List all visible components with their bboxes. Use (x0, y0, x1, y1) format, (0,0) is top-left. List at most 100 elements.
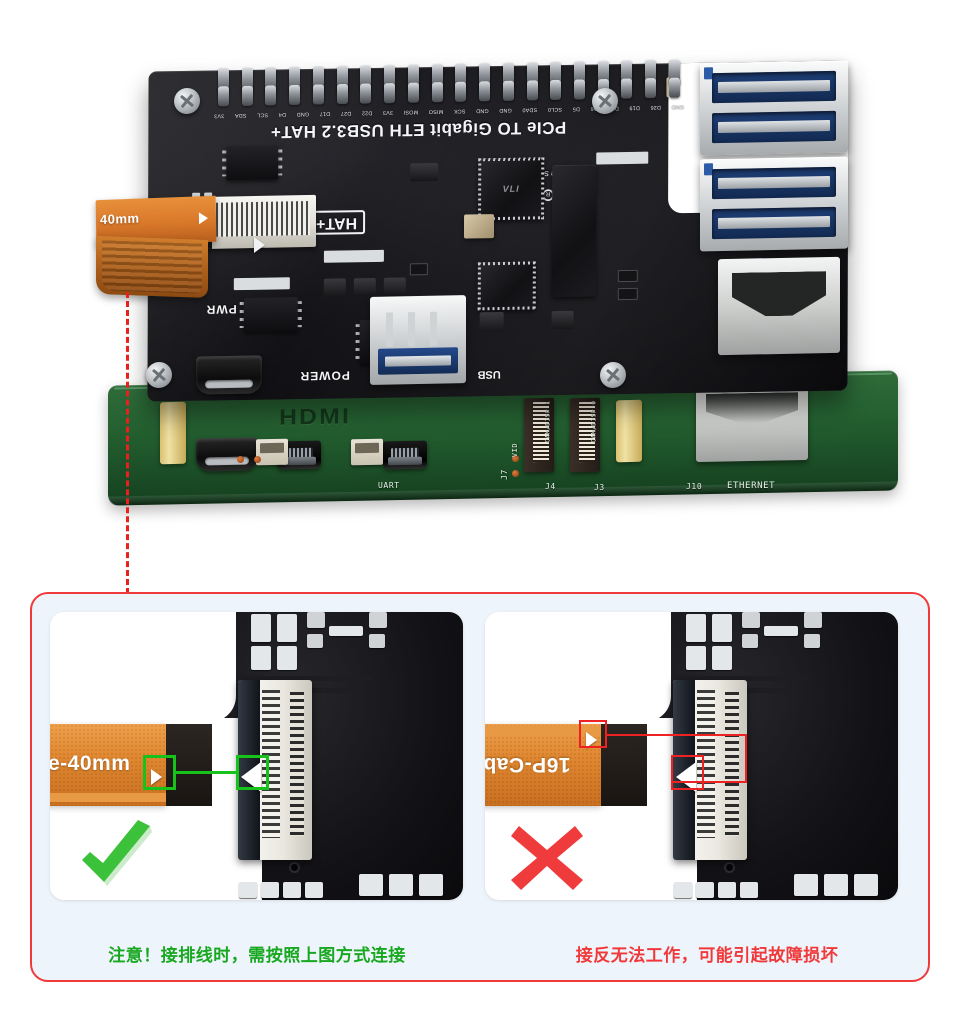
board-fragment-incorrect (613, 612, 898, 900)
pi-vid-pad-b (512, 470, 519, 477)
resistor-c (409, 263, 428, 276)
alignment-link-correct (174, 771, 238, 774)
gpio-label: 3V3 (382, 109, 393, 116)
comparison-cards: e-40mm (50, 612, 910, 900)
pi-micro-hdmi-1 (383, 440, 427, 470)
gpio-label: SDA (234, 111, 247, 119)
incorrect-caption: 接反无法工作，可能引起故障损坏 (575, 946, 839, 965)
hat-gigabit-ethernet-port (718, 256, 840, 356)
hat-usb3-stack-top (700, 60, 848, 156)
pad-bank-mid (323, 249, 384, 263)
ffc-cable-stiffener-incorrect (601, 724, 647, 806)
ffc-cable-label-correct: e-40mm (50, 752, 131, 775)
product-photo: HDMI UART J10 ETHERNET J7 VID J4 J3 CAM/… (0, 0, 960, 590)
pad-bank-right (596, 151, 649, 165)
socket-orientation-arrow-correct-icon (241, 762, 261, 792)
pi-ethernet-port (696, 381, 808, 463)
mosfet-b (551, 310, 574, 330)
hat-usb3-center-port (370, 295, 466, 385)
ethernet-controller-chip (551, 164, 597, 298)
inductor-b (323, 278, 346, 297)
board-fragment-correct (178, 612, 463, 900)
ffc-cable-fold (96, 236, 208, 298)
socket-orientation-arrow-incorrect-icon (676, 762, 696, 792)
pi-test-pad-b (254, 456, 261, 463)
gpio-label: 3V3 (214, 112, 225, 119)
hat-usb-label: USB (477, 367, 501, 381)
pi-j4-label: J4 (545, 482, 556, 491)
pi-cam-disp-1-label: CAM/DISP 1 (544, 400, 552, 443)
mismatch-link-vertical (745, 734, 747, 782)
cross-mark-icon (509, 820, 585, 892)
highlight-box-socket-incorrect (671, 755, 704, 790)
hat-usb3-stack-bottom (700, 156, 848, 252)
inductor-c (353, 277, 376, 297)
gpio-label: D27 (340, 109, 352, 117)
flash-ic (226, 145, 279, 181)
highlight-box-cable-correct (143, 755, 176, 790)
hat-usb-c-power-port (196, 355, 262, 395)
gpio-label: D26 (650, 103, 661, 111)
hdmi-label: HDMI (279, 403, 352, 430)
incorrect-example-card: 16P-Cab (485, 612, 898, 900)
gpio-label: SCK (453, 107, 466, 114)
mosfet-a (479, 311, 504, 333)
pi-test-pad-a (237, 456, 244, 463)
check-mark-icon (74, 816, 158, 894)
ffc-cable-length-label: 40mm (99, 210, 140, 228)
pi-uart-label: UART (378, 481, 400, 490)
hat-power-label: POWER (299, 368, 350, 384)
pi-cam-disp-0-label: CAM/DISP 0 (590, 400, 598, 443)
pi-vid-pad-a (512, 455, 519, 462)
ffc-cable-arrow-icon (198, 212, 209, 225)
hat-pwr-label: PWR (205, 302, 237, 317)
gpio-label: MOSI (403, 108, 419, 115)
usb-hub-controller-chip: VLI (478, 157, 545, 221)
highlight-box-socket-correct (236, 755, 269, 790)
gpio-label: D22 (361, 109, 373, 116)
pi-vid-label: VID (511, 442, 520, 458)
crystal-oscillator (463, 214, 495, 239)
gpio-label: D5 (572, 105, 580, 112)
ffc-cable-correct: e-40mm (50, 724, 166, 806)
highlight-box-cable-incorrect (579, 720, 607, 748)
svg-text:R: R (545, 190, 550, 196)
pcie-bridge-chip (477, 261, 536, 311)
gpio-label: SDA0 (522, 106, 538, 113)
pad-bank-left (233, 277, 290, 291)
pi-ethernet-label: ETHERNET (727, 481, 776, 491)
gpio-label: GND (671, 103, 684, 110)
hat-plus-badge: HAT+ (307, 210, 366, 235)
inductor-d (383, 277, 406, 296)
cable-orientation-arrow-incorrect-icon (586, 732, 597, 748)
pi-j3-label: J3 (594, 483, 605, 492)
pi-usb-c-power-port (196, 437, 258, 472)
pi-j7-label: J7 (499, 469, 509, 480)
mismatch-link-top (605, 734, 747, 736)
pi-fan-header (256, 438, 288, 466)
gpio-label: D17 (319, 110, 331, 117)
gpio-label: MISO (428, 108, 444, 115)
resistor-b (617, 287, 638, 301)
mismatch-link-bottom (671, 781, 747, 783)
gpio-label: GND (499, 106, 512, 114)
hat-product-title: PCIe TO Gigabit ETH USB3.2 HAT+ (270, 117, 567, 142)
hat-alignment-arrow-icon (254, 237, 265, 253)
gpio-label: GND (296, 110, 310, 117)
ffc-cable-incorrect: 16P-Cab (485, 724, 601, 806)
pi-standoff-left (160, 401, 186, 465)
gpio-label: SCL (257, 111, 269, 118)
ffc-cable-label-incorrect: 16P-Cab (485, 753, 571, 776)
gpio-label: D4 (278, 111, 286, 118)
pi-standoff-center (616, 399, 642, 463)
gpio-label: D19 (629, 104, 640, 111)
correct-example-card: e-40mm (50, 612, 463, 900)
resistor-a (617, 269, 638, 283)
inductor-a (410, 162, 439, 182)
callout-dashed-line (126, 292, 129, 594)
gpio-label: GND (476, 107, 489, 114)
cable-orientation-arrow-correct-icon (151, 769, 162, 785)
power-ic (243, 297, 298, 332)
correct-caption: 注意！接排线时，需按照上图方式连接 (108, 946, 406, 965)
pi-j10-label: J10 (686, 482, 703, 491)
